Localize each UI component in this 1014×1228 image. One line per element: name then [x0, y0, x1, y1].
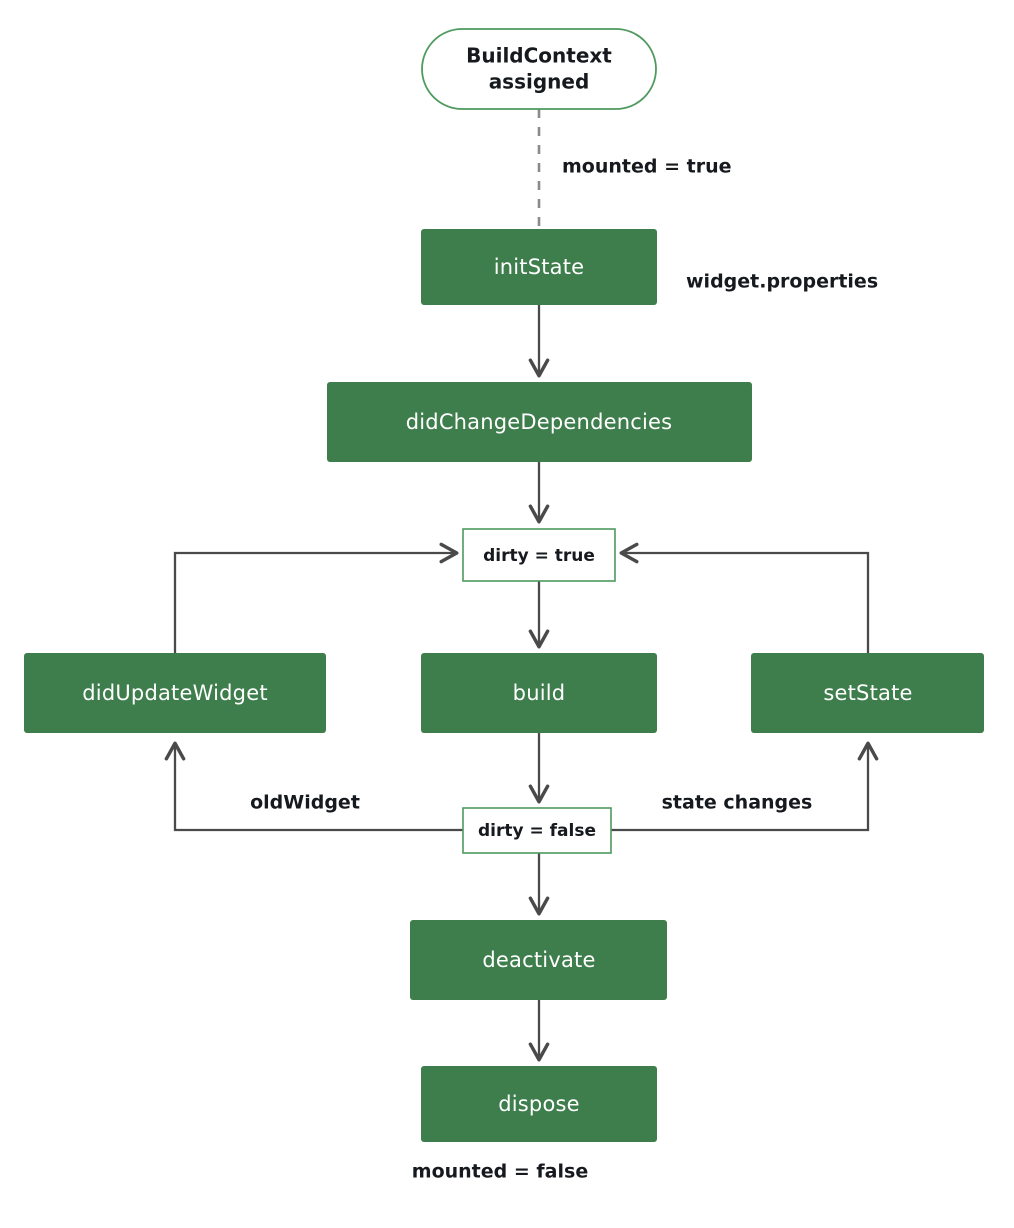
edge-label-state-changes: state changes	[662, 792, 813, 814]
edge-label-widget-properties: widget.properties	[686, 271, 878, 293]
node-did-change-dependencies[interactable]: didChangeDependencies	[327, 382, 752, 462]
node-set-state-label: setState	[823, 681, 912, 705]
node-dirty-false[interactable]: dirty = false	[462, 807, 612, 854]
node-set-state[interactable]: setState	[751, 653, 984, 733]
node-init-state-shape	[421, 229, 657, 305]
node-set-state-shape	[751, 653, 984, 733]
node-deactivate[interactable]: deactivate	[410, 920, 667, 1000]
node-build-context[interactable]: BuildContext assigned	[421, 28, 657, 110]
node-dispose[interactable]: dispose	[421, 1066, 657, 1142]
node-build[interactable]: build	[421, 653, 657, 733]
node-dispose-shape	[421, 1066, 657, 1142]
node-dirty-false-label: dirty = false	[478, 821, 596, 841]
node-dirty-true[interactable]: dirty = true	[462, 528, 616, 582]
node-dispose-label: dispose	[498, 1092, 580, 1116]
edge-didupdatewidget-to-dirtytrue	[173, 542, 459, 653]
node-init-state[interactable]: initState	[421, 229, 657, 305]
node-did-update-widget[interactable]: didUpdateWidget	[24, 653, 326, 733]
node-build-context-label-line2: assigned	[489, 70, 590, 94]
node-build-shape	[421, 653, 657, 733]
node-deactivate-label: deactivate	[482, 948, 595, 972]
edge-dirtyfalse-to-didupdatewidget	[164, 741, 463, 832]
node-dirty-true-shape	[462, 528, 616, 582]
edge-dirtyfalse-to-setstate	[611, 741, 879, 832]
node-did-update-widget-shape	[24, 653, 326, 733]
node-init-state-label: initState	[494, 255, 585, 279]
edge-label-old-widget: oldWidget	[250, 792, 360, 814]
edge-setstate-to-dirtytrue	[619, 542, 870, 653]
node-dirty-true-label: dirty = true	[483, 546, 595, 566]
edge-label-mounted-true: mounted = true	[562, 156, 732, 178]
edge-label-mounted-false: mounted = false	[412, 1161, 588, 1183]
node-build-context-label-line1: BuildContext	[466, 44, 612, 68]
node-did-change-dependencies-label: didChangeDependencies	[406, 410, 673, 434]
node-dirty-false-shape	[462, 807, 612, 854]
node-build-context-shape	[421, 28, 657, 110]
node-did-update-widget-label: didUpdateWidget	[82, 681, 268, 705]
node-build-label: build	[513, 681, 566, 705]
node-did-change-dependencies-shape	[327, 382, 752, 462]
node-deactivate-shape	[410, 920, 667, 1000]
